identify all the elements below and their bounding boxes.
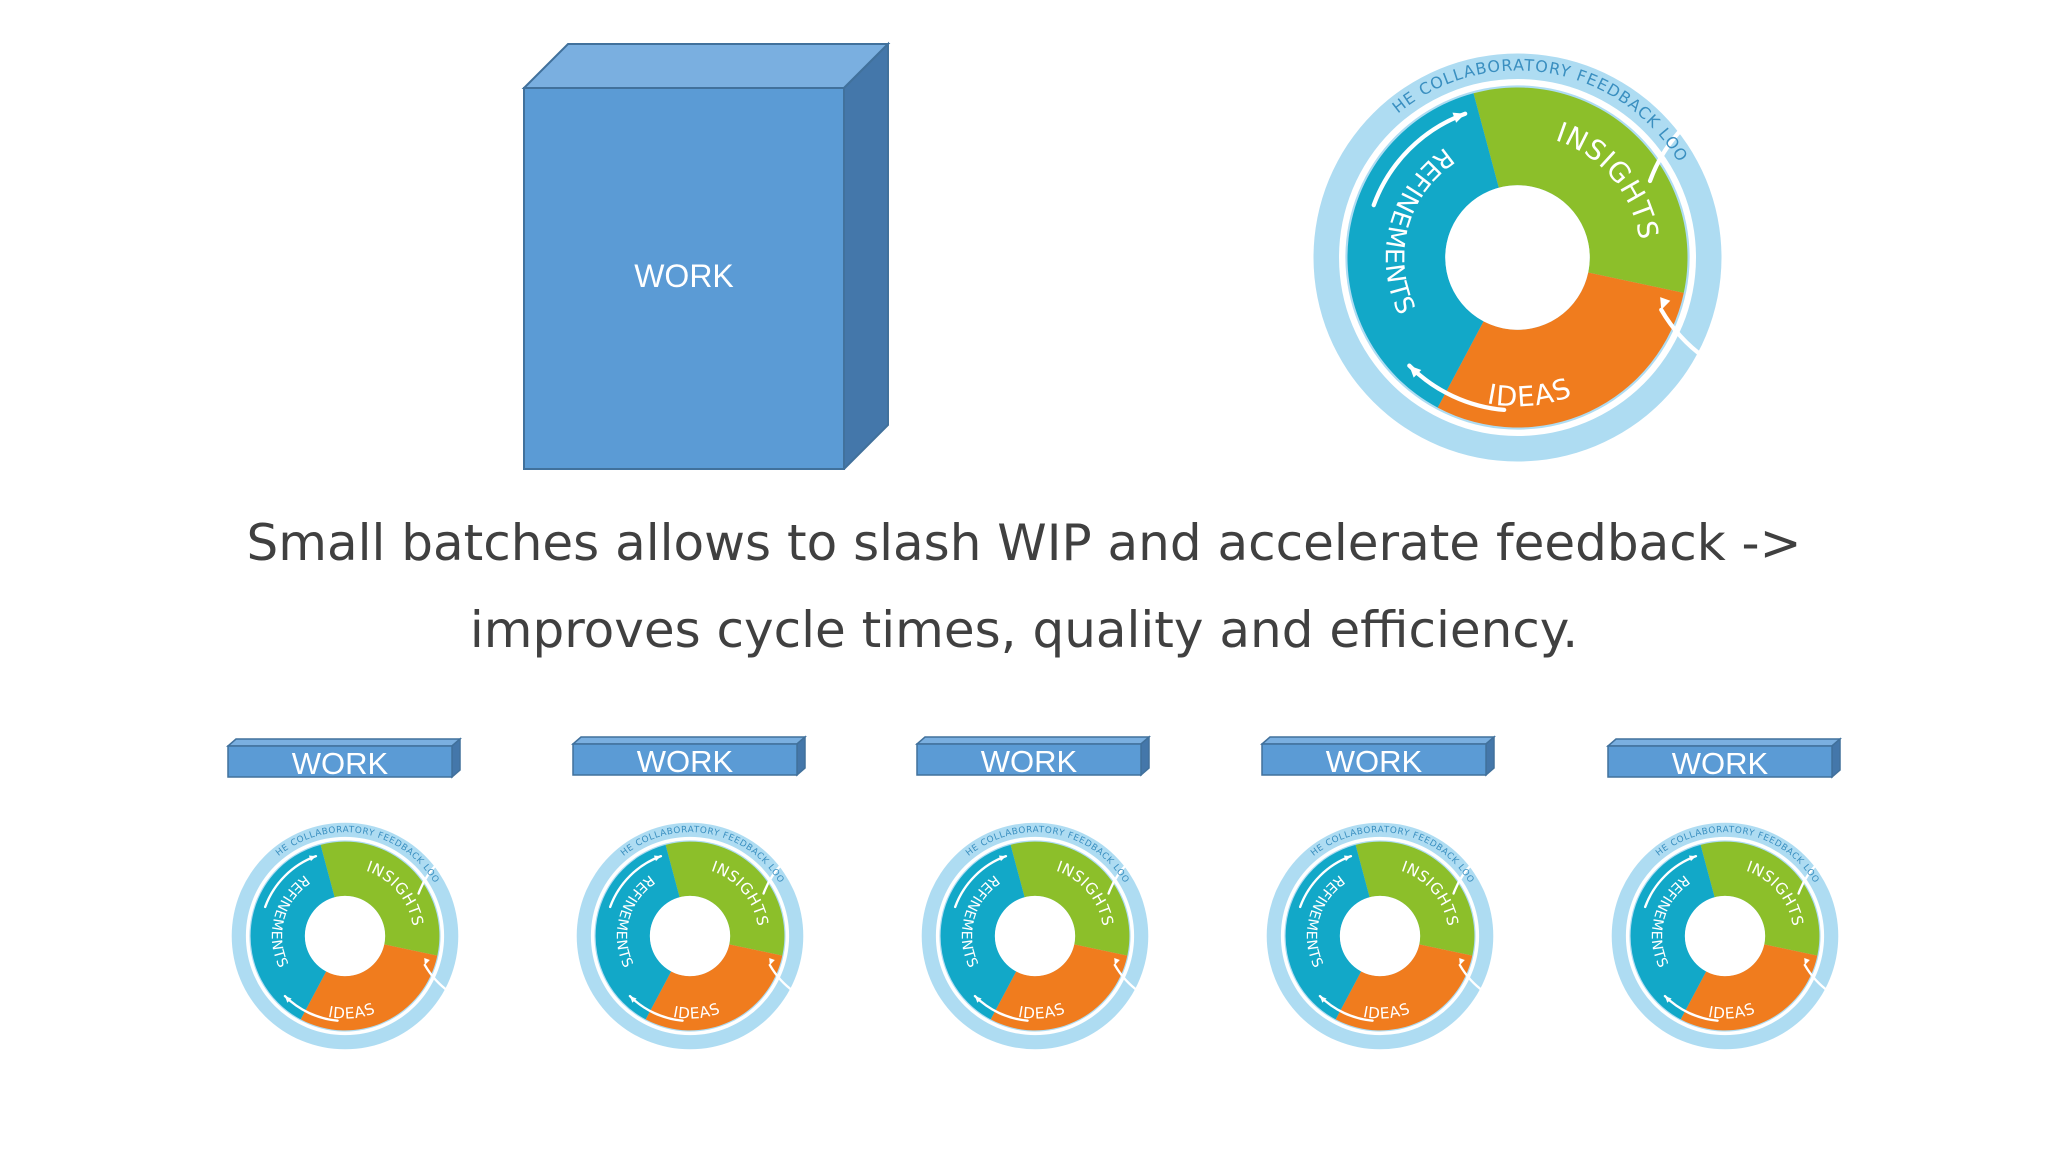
- ideas-label: IDEAS: [327, 999, 378, 1022]
- big-work-box-label: WORK: [634, 258, 734, 294]
- ideas-label: IDEAS: [1017, 999, 1068, 1022]
- insights-band: [1355, 841, 1475, 956]
- caption-line-1: Small batches allows to slash WIP and ac…: [246, 514, 1802, 572]
- small-work-box-5: WORK: [1606, 737, 1842, 779]
- ideas-band: [645, 944, 783, 1031]
- refinements-band: [595, 844, 680, 1020]
- ideas-label: IDEAS: [1362, 999, 1413, 1022]
- small-work-box-label: WORK: [1672, 746, 1769, 779]
- small-work-box-3: WORK: [915, 735, 1151, 777]
- ideas-label: IDEAS: [1707, 999, 1758, 1022]
- ideas-band: [1680, 944, 1818, 1031]
- insights-band: [1700, 841, 1820, 956]
- small-feedback-loop-5: THE COLLABORATORY FEEDBACK LOOPINSIGHTSI…: [1607, 818, 1843, 1050]
- small-work-box-label: WORK: [637, 744, 734, 777]
- small-work-box-label: WORK: [1326, 744, 1423, 777]
- refinements-band: [1285, 844, 1370, 1020]
- small-feedback-loop-3: THE COLLABORATORY FEEDBACK LOOPINSIGHTSI…: [917, 818, 1153, 1050]
- small-feedback-loop-2: THE COLLABORATORY FEEDBACK LOOPINSIGHTSI…: [572, 818, 808, 1050]
- insights-band: [1473, 87, 1688, 293]
- insights-band: [665, 841, 785, 956]
- ideas-band: [1335, 944, 1473, 1031]
- refinements-band: [250, 844, 335, 1020]
- insights-band: [320, 841, 440, 956]
- ideas-label: IDEAS: [672, 999, 723, 1022]
- small-work-box-1: WORK: [226, 737, 462, 779]
- small-work-box-2: WORK: [571, 735, 807, 777]
- refinements-band: [940, 844, 1025, 1020]
- refinements-band: [1347, 93, 1499, 408]
- small-work-box-4: WORK: [1260, 735, 1496, 777]
- small-feedback-loop-4: THE COLLABORATORY FEEDBACK LOOPINSIGHTSI…: [1262, 818, 1498, 1050]
- caption: Small batches allows to slash WIP and ac…: [200, 500, 1848, 674]
- big-feedback-loop: THE COLLABORATORY FEEDBACK LOOPINSIGHTSI…: [1305, 45, 1730, 462]
- ideas-band: [300, 944, 438, 1031]
- insights-band: [1010, 841, 1130, 956]
- small-work-box-label: WORK: [292, 746, 389, 779]
- ideas-band: [1437, 272, 1684, 428]
- refinements-band: [1630, 844, 1715, 1020]
- ideas-band: [990, 944, 1128, 1031]
- caption-line-2: improves cycle times, quality and effici…: [469, 601, 1579, 659]
- small-feedback-loop-1: THE COLLABORATORY FEEDBACK LOOPINSIGHTSI…: [227, 818, 463, 1050]
- big-work-box: WORK: [521, 41, 891, 470]
- small-work-box-label: WORK: [981, 744, 1078, 777]
